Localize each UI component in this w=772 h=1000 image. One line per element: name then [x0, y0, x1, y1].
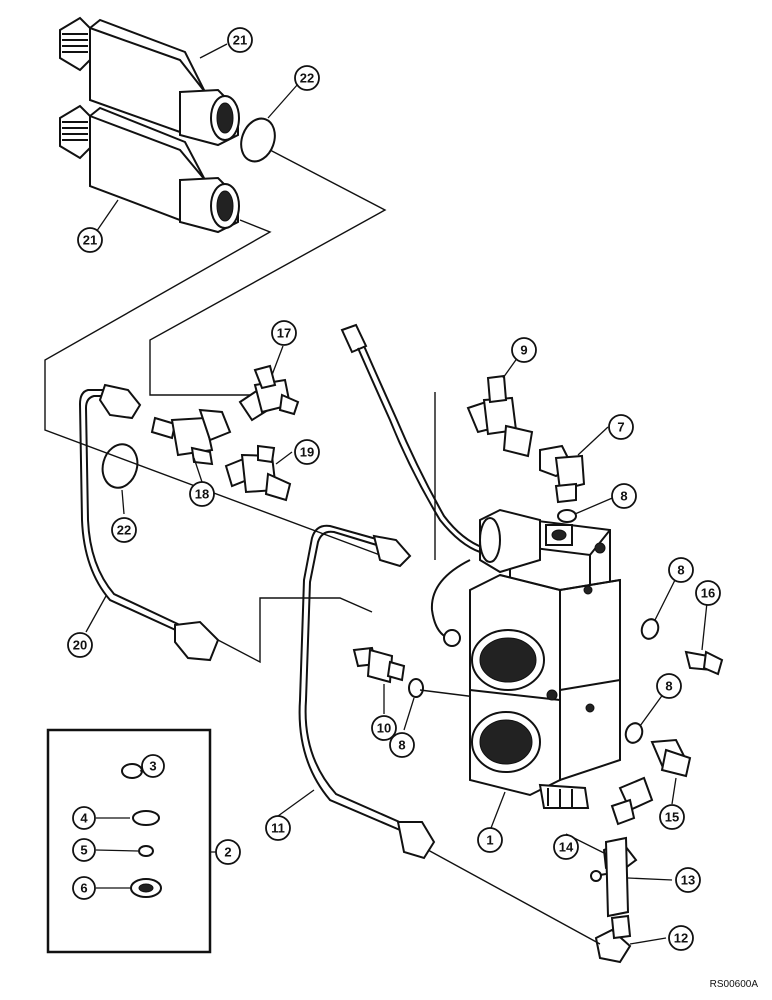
- svg-text:20: 20: [73, 638, 87, 653]
- svg-text:7: 7: [617, 420, 624, 435]
- callout-2: 2: [215, 839, 241, 865]
- callout-16: 16: [695, 580, 721, 606]
- kit-box: [46, 728, 212, 954]
- svg-text:21: 21: [83, 233, 97, 248]
- callout-5: 5: [72, 838, 96, 862]
- elbow-fitting-15: [650, 738, 692, 778]
- callout-8-top: 8: [611, 483, 637, 509]
- kit-part-6: [130, 878, 162, 898]
- reference-code: RS00600A: [709, 979, 758, 990]
- callout-1: 1: [477, 827, 503, 853]
- svg-text:3: 3: [149, 759, 156, 774]
- svg-text:8: 8: [677, 563, 684, 578]
- callout-12: 12: [668, 925, 694, 951]
- svg-text:19: 19: [300, 445, 314, 460]
- o-ring-8-top: [557, 509, 577, 523]
- adapter-fitting-10: [352, 646, 406, 684]
- callout-18: 18: [189, 481, 215, 507]
- assembly-line-d: [217, 597, 373, 664]
- callout-3: 3: [141, 754, 165, 778]
- tee-fitting-9: [466, 374, 534, 458]
- wire-harness: [340, 323, 485, 647]
- o-ring-8-right-lower: [624, 722, 644, 744]
- svg-text:9: 9: [520, 343, 527, 358]
- callout-11: 11: [265, 815, 291, 841]
- assembly-line-f: [427, 849, 601, 945]
- plug-fitting-16: [684, 650, 724, 676]
- kit-part-4: [132, 810, 160, 826]
- restrictor-13: [590, 836, 630, 918]
- callout-20: 20: [67, 632, 93, 658]
- svg-text:8: 8: [398, 738, 405, 753]
- callout-13: 13: [675, 867, 701, 893]
- connector-21-upper: [59, 16, 240, 147]
- o-ring-22-upper: [240, 117, 276, 163]
- svg-text:5: 5: [80, 843, 87, 858]
- svg-text:12: 12: [674, 931, 688, 946]
- svg-text:22: 22: [300, 71, 314, 86]
- o-ring-8-right-upper: [640, 618, 660, 640]
- callout-22-lower: 22: [111, 517, 137, 543]
- callout-8-right-lower: 8: [656, 673, 682, 699]
- elbow-fitting-7: [539, 444, 586, 504]
- callout-22-upper: 22: [294, 65, 320, 91]
- assembly-line-a: [149, 149, 387, 396]
- kit-part-5: [138, 845, 154, 857]
- callout-9: 9: [511, 337, 537, 363]
- svg-text:4: 4: [80, 811, 88, 826]
- callout-15: 15: [659, 804, 685, 830]
- svg-text:10: 10: [377, 721, 391, 736]
- callout-21-upper: 21: [227, 27, 253, 53]
- elbow-fitting-12: [594, 914, 632, 964]
- tee-fitting-19: [224, 444, 292, 502]
- callout-19: 19: [294, 439, 320, 465]
- callout-10: 10: [371, 715, 397, 741]
- tube-20: [78, 383, 220, 662]
- callout-17: 17: [271, 320, 297, 346]
- svg-text:1: 1: [486, 833, 493, 848]
- svg-text:8: 8: [665, 679, 672, 694]
- svg-text:14: 14: [559, 840, 574, 855]
- callout-7: 7: [608, 414, 634, 440]
- callout-14: 14: [553, 834, 579, 860]
- valve-body-1: [469, 508, 621, 809]
- svg-text:6: 6: [80, 881, 87, 896]
- connector-21-lower: [59, 104, 240, 234]
- svg-text:16: 16: [701, 586, 715, 601]
- tube-11: [298, 524, 436, 860]
- callout-21-lower: 21: [77, 227, 103, 253]
- tee-fitting-18: [150, 408, 232, 466]
- callout-8-left: 8: [389, 732, 415, 758]
- svg-text:18: 18: [195, 487, 209, 502]
- callout-4: 4: [72, 806, 96, 830]
- svg-text:2: 2: [224, 845, 231, 860]
- tee-fitting-17: [238, 364, 300, 422]
- svg-text:11: 11: [271, 821, 285, 836]
- o-ring-8-left: [408, 678, 424, 698]
- assembly-line-b: [44, 219, 381, 556]
- o-ring-22-lower: [101, 443, 139, 489]
- callout-8-right-upper: 8: [668, 557, 694, 583]
- callout-6: 6: [72, 876, 96, 900]
- svg-text:22: 22: [117, 523, 131, 538]
- svg-text:13: 13: [681, 873, 695, 888]
- svg-text:17: 17: [277, 326, 291, 341]
- svg-text:15: 15: [665, 810, 679, 825]
- svg-text:21: 21: [233, 33, 247, 48]
- svg-text:8: 8: [620, 489, 627, 504]
